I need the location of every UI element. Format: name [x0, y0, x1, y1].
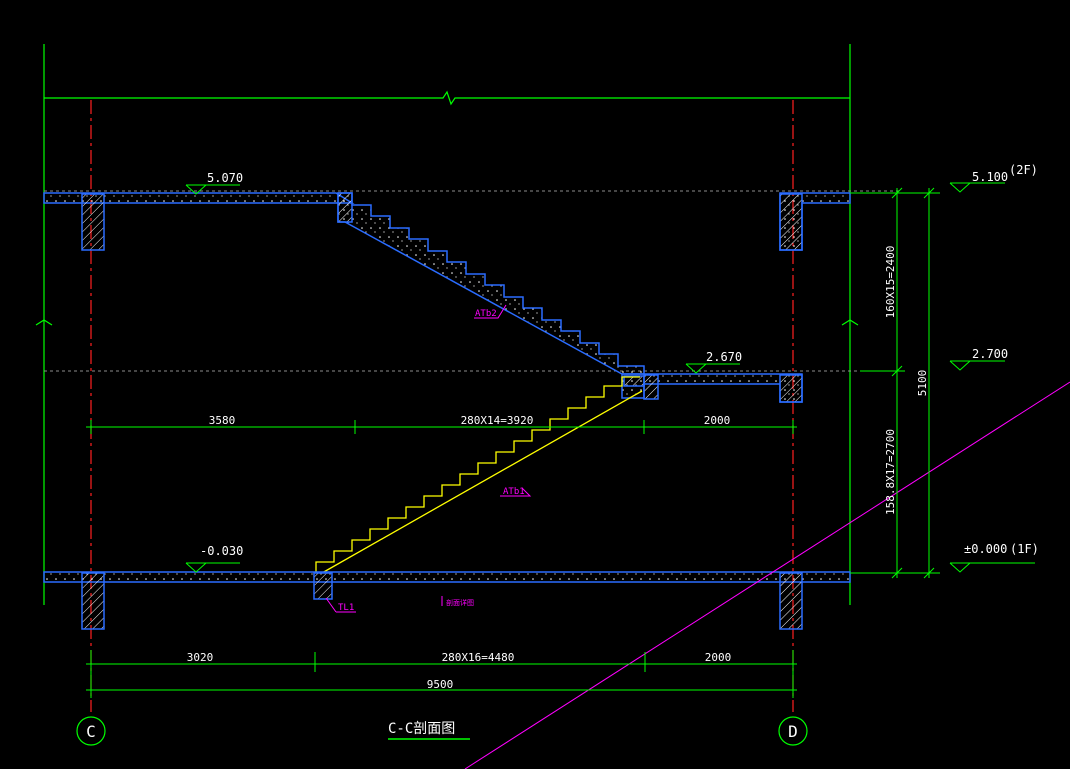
dim-middle-left: 3580: [209, 414, 236, 427]
elev-top-floor: 5.070: [207, 171, 243, 185]
upper-stair-flight: [337, 192, 645, 375]
axis-bubble-c: C: [76, 716, 106, 746]
frame-lines: [35, 44, 859, 605]
level-lines: [44, 190, 900, 372]
elev-right-1f-tag: (1F): [1010, 542, 1039, 556]
elev-right-mid: 2.700: [972, 347, 1008, 361]
dim-bottom-center: 280X16=4480: [442, 651, 515, 664]
dim-bottom-total: 9500: [427, 678, 454, 691]
callout-atb2: ATb2: [475, 309, 497, 319]
callout-note: 剖面详图: [446, 598, 474, 607]
axis-label-d: D: [788, 722, 798, 741]
elev-ground: -0.030: [200, 544, 243, 558]
elevation-markers: [185, 182, 1035, 573]
elev-landing: 2.670: [706, 350, 742, 364]
elev-right-2f-tag: (2F): [1009, 163, 1038, 177]
dim-bottom-left: 3020: [187, 651, 214, 664]
axis-bubble-d: D: [778, 716, 808, 746]
ground-slab: [43, 571, 851, 630]
dim-middle-right: 2000: [704, 414, 731, 427]
elev-right-1f: ±0.000: [964, 542, 1007, 556]
guide-line: [464, 381, 1070, 769]
dim-right-upper: 160X15=2400: [884, 246, 897, 319]
dimension-lines: [86, 187, 940, 698]
dim-right-total: 5100: [916, 370, 929, 397]
callout-tl1: TL1: [338, 603, 354, 613]
callout-atb1: ATb1: [503, 487, 525, 497]
lower-stair-flight: [315, 376, 643, 574]
dim-bottom-right: 2000: [705, 651, 732, 664]
dim-right-lower: 158.8X17=2700: [884, 429, 897, 515]
axis-label-c: C: [86, 722, 96, 741]
drawing-title: C-C剖面图: [388, 721, 455, 737]
dim-middle-center: 280X14=3920: [461, 414, 534, 427]
elev-right-2f: 5.100: [972, 170, 1008, 184]
